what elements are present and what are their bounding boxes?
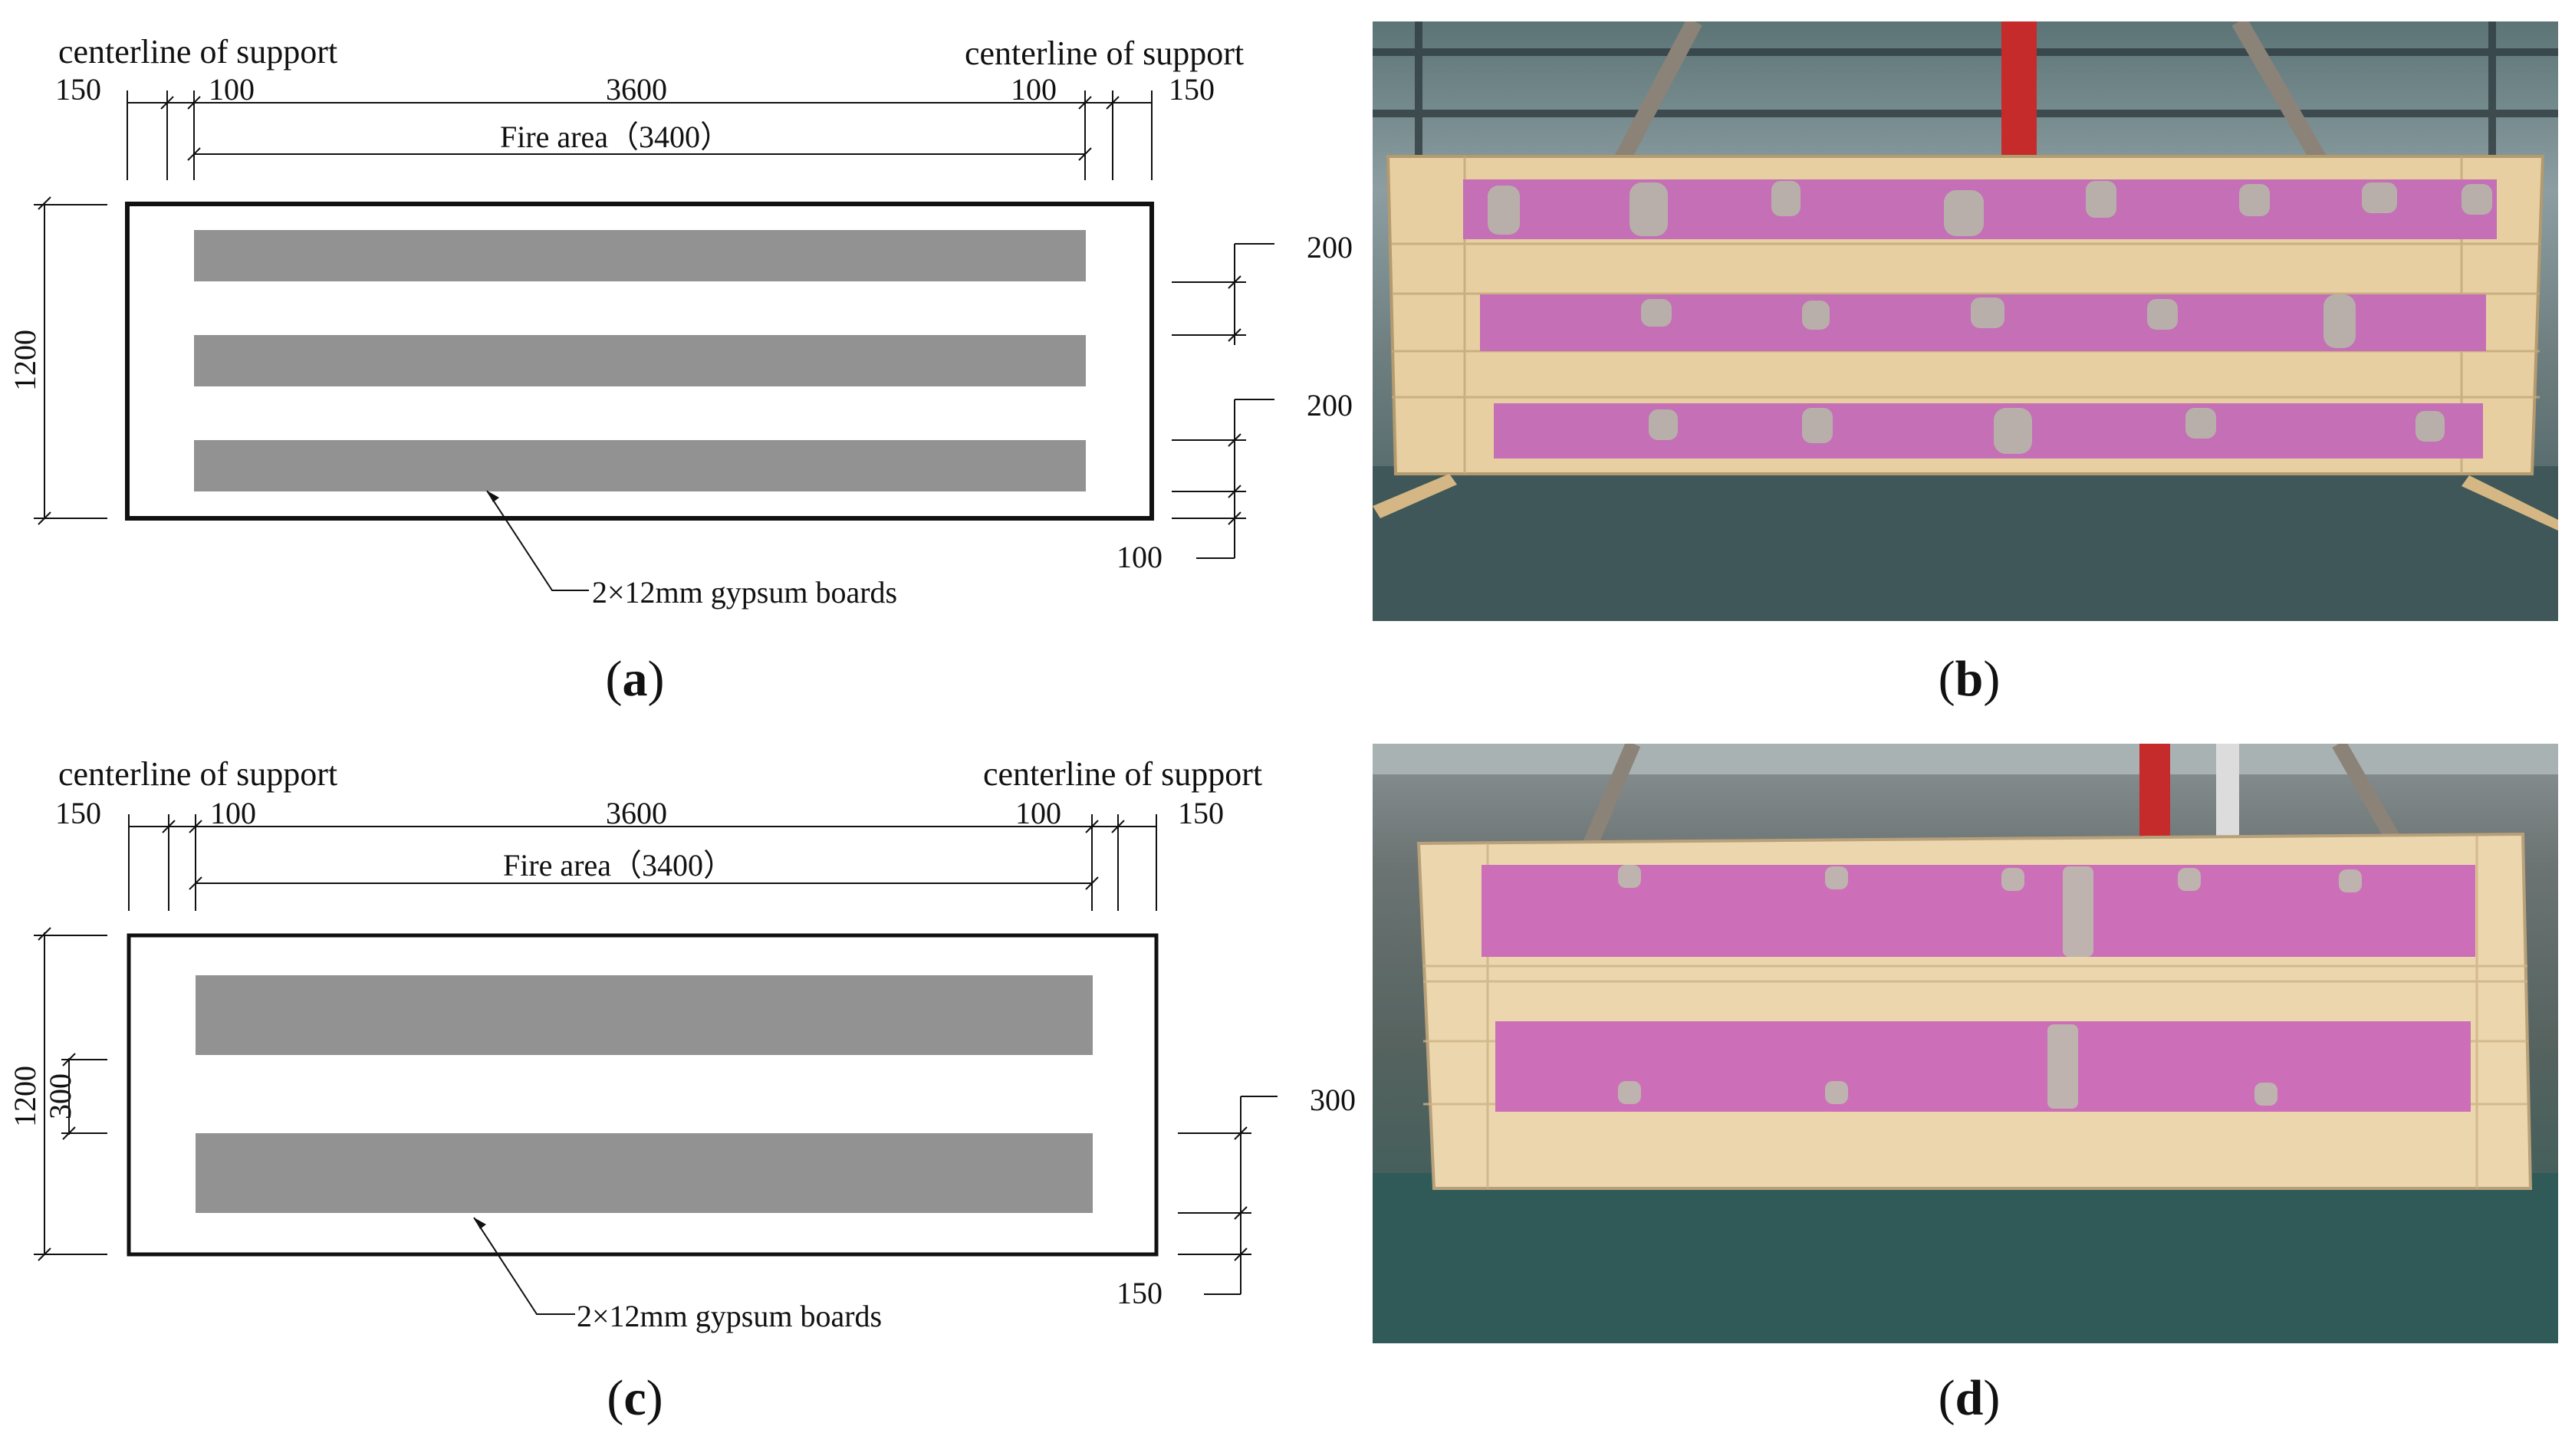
callout-arrow (486, 490, 589, 591)
height-label: 1200 (8, 330, 42, 391)
dim-200-upper: 200 (1307, 230, 1353, 265)
panel-a-drawing: centerline of support centerline of supp… (8, 33, 1353, 610)
fire-area-label: Fire area（3400） (503, 848, 734, 882)
specimen-photo-b (1373, 21, 2558, 621)
arrowhead-icon (487, 491, 499, 502)
gypsum-strip (1495, 1021, 2471, 1112)
fire-area-label: Fire area（3400） (500, 120, 731, 154)
callout-arrow (473, 1217, 575, 1315)
dim-150-left: 150 (55, 796, 101, 830)
arrowhead-icon (474, 1218, 486, 1229)
gypsum-strip (196, 1133, 1093, 1213)
dim-300-right: 300 (1310, 1083, 1356, 1117)
gypsum-strip (1494, 403, 2483, 458)
photo-d-svg (1373, 744, 2558, 1343)
panel-c-drawing: centerline of support centerline of supp… (8, 755, 1356, 1333)
support-label-left: centerline of support (58, 755, 337, 793)
support-label-right: centerline of support (983, 755, 1262, 793)
gypsum-strip (194, 335, 1086, 386)
panel-frame (127, 933, 1159, 1257)
dim-150-right: 150 (1169, 72, 1215, 107)
dim-100-right: 100 (1011, 72, 1057, 107)
caption-a: (a) (605, 651, 665, 707)
dim-150-bottom: 150 (1116, 1276, 1163, 1310)
height-label: 1200 (8, 1066, 42, 1127)
gypsum-strip (1482, 865, 2475, 957)
top-dimension-line (127, 90, 1153, 180)
dim-100-left: 100 (210, 796, 256, 830)
panel-a: centerline of support centerline of supp… (0, 0, 1373, 736)
panel-b: (b) (1373, 0, 2575, 736)
support-label-right: centerline of support (965, 35, 1244, 72)
height-dimension (34, 927, 107, 1261)
dim-150-right: 150 (1178, 796, 1224, 830)
dim-200-lower: 200 (1307, 388, 1353, 422)
dim-3600: 3600 (606, 72, 667, 107)
caption-d: (d) (1938, 1370, 2001, 1426)
callout-label: 2×12mm gypsum boards (577, 1299, 882, 1333)
panel-d: (d) (1373, 736, 2575, 1456)
right-dimensions (1172, 243, 1274, 559)
gypsum-strip (196, 975, 1093, 1055)
dim-3600: 3600 (606, 796, 667, 830)
top-dimension-line (128, 814, 1157, 911)
dim-100-bottom: 100 (1116, 540, 1163, 574)
dim-100-left: 100 (209, 72, 255, 107)
height-dimension (34, 196, 107, 525)
caption-c: (c) (607, 1370, 663, 1426)
support-label-left: centerline of support (58, 33, 337, 71)
dim-100-right: 100 (1015, 796, 1061, 830)
gypsum-strip (194, 230, 1086, 281)
caption-b: (b) (1938, 651, 2001, 707)
photo-b-svg (1373, 21, 2558, 621)
gypsum-strip (194, 440, 1086, 491)
callout-label: 2×12mm gypsum boards (592, 575, 897, 610)
dim-150-left: 150 (55, 72, 101, 107)
panel-frame (125, 202, 1154, 521)
right-dimensions (1178, 1096, 1278, 1295)
inner-height-label: 300 (43, 1073, 77, 1119)
specimen-photo-d (1373, 744, 2558, 1343)
panel-c: centerline of support centerline of supp… (0, 736, 1373, 1456)
